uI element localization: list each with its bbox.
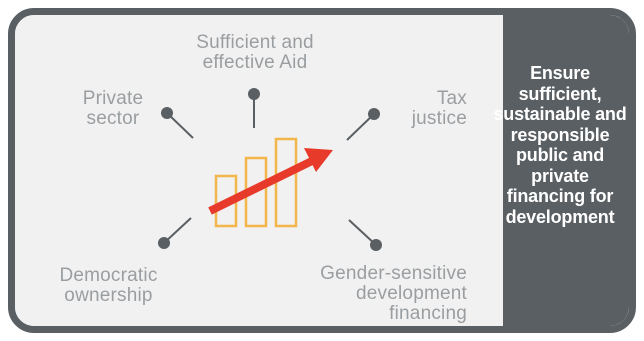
label-sufficient-aid: Sufficient and effective Aid (196, 32, 314, 73)
label-private-sector: Private sector (82, 88, 144, 129)
summary-title: Ensure sufficient, sustainable and respo… (493, 63, 627, 227)
label-gender-financing: Gender-sensitive development financing (320, 263, 467, 324)
label-democratic-ownership: Democratic ownership (59, 265, 158, 306)
diagram-card (8, 8, 636, 333)
label-tax-justice: Tax justice (411, 88, 467, 129)
summary-panel (503, 15, 629, 326)
